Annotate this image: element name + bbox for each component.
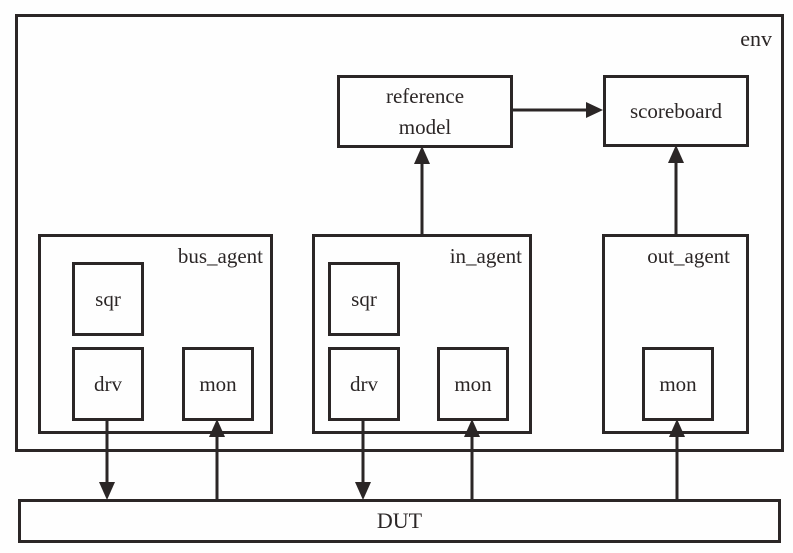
bus-agent-box: bus_agent sqr drv mon	[38, 234, 273, 434]
dut-box: DUT	[18, 499, 781, 543]
in-agent-box: in_agent sqr drv mon	[312, 234, 532, 434]
bus-agent-sqr-box: sqr	[72, 262, 144, 336]
out-agent-mon-box: mon	[642, 347, 714, 421]
env-label: env	[740, 26, 772, 51]
reference-model-label-line2: model	[398, 114, 452, 139]
out-agent-box: out_agent mon	[602, 234, 749, 434]
bus-agent-drv-box: drv	[72, 347, 144, 421]
reference-model-box: reference model	[337, 75, 513, 148]
bus-agent-label: bus_agent	[177, 244, 263, 268]
out-agent-label: out_agent	[647, 244, 730, 268]
reference-model-label-line1: reference	[385, 83, 465, 108]
scoreboard-box: scoreboard	[603, 75, 749, 147]
bus-agent-mon-box: mon	[182, 347, 254, 421]
in-agent-label: in_agent	[449, 244, 522, 268]
in-agent-sqr-box: sqr	[328, 262, 400, 336]
in-agent-mon-box: mon	[437, 347, 509, 421]
in-agent-drv-box: drv	[328, 347, 400, 421]
